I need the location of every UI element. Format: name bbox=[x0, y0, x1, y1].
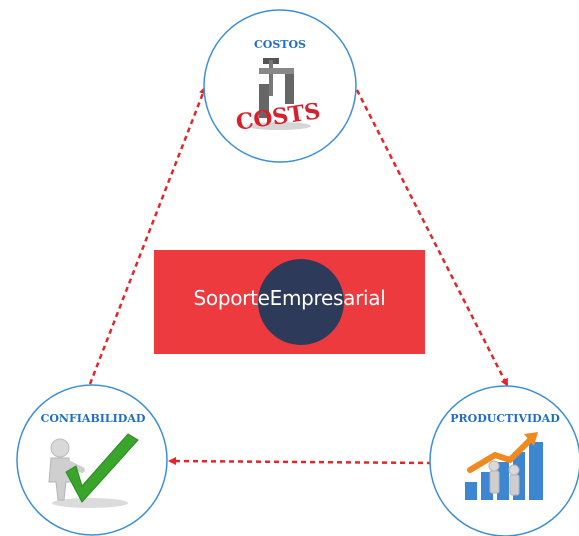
arrow-productividad-to-confiabilidad bbox=[168, 457, 433, 466]
arrow-confiabilidad-to-costos bbox=[88, 86, 207, 385]
node-costos-circle bbox=[203, 9, 357, 163]
node-costos-label: COSTOS bbox=[254, 38, 306, 51]
node-confiabilidad: CONFIABILIDAD bbox=[16, 384, 168, 536]
growth-chart-icon bbox=[465, 432, 543, 500]
logo-text: SoporteEmpresarial bbox=[154, 286, 425, 310]
soporte-empresarial-logo: SoporteEmpresarial bbox=[154, 250, 425, 354]
node-productividad: PRODUCTIVIDAD bbox=[429, 385, 579, 536]
node-confiabilidad-circle bbox=[16, 384, 168, 536]
logo-word-soporte: Soporte bbox=[193, 286, 270, 310]
arrow-costos-to-productividad bbox=[355, 89, 509, 387]
logo-circle bbox=[258, 259, 344, 345]
node-confiabilidad-label: CONFIABILIDAD bbox=[41, 412, 146, 425]
person-checkmark-icon bbox=[48, 433, 139, 508]
node-costos: COSTOS COSTS bbox=[203, 9, 357, 163]
node-productividad-label: PRODUCTIVIDAD bbox=[450, 412, 560, 425]
logo-word-empresarial: Empresarial bbox=[269, 286, 386, 310]
